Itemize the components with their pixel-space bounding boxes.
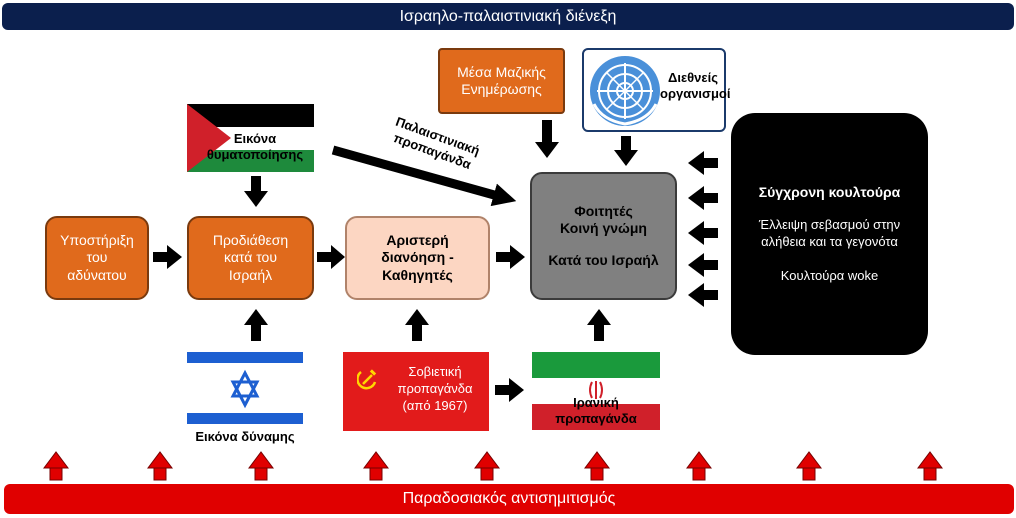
culture-line-3: Κουλτούρα woke [780, 267, 879, 283]
iran-flag-icon [532, 352, 660, 430]
soviet-line-3: (από 1967) [402, 397, 468, 413]
soviet-propaganda-box: Σοβιετική προπαγάνδα (από 1967) [343, 352, 489, 431]
hammer-sickle-icon [357, 369, 377, 390]
support-underdog-box: Υποστήριξη του αδύνατου [45, 216, 149, 300]
arrow-bias-to-left [317, 245, 345, 269]
left-line-2: διανόηση - [381, 249, 454, 266]
iran-propaganda-label: Ιρανική προπαγάνδα [540, 395, 652, 426]
header-title: Ισραηλο-παλαιστινιακή διένεξη [399, 7, 617, 25]
modern-culture-box: Σύγχρονη κουλτούρα Έλλειψη σεβασμού στην… [731, 113, 928, 355]
arrow-palestinian-propaganda [331, 145, 517, 207]
arrow-soviet-to-left [405, 309, 429, 341]
arrow-support-to-bias [153, 245, 182, 269]
un-label: Διεθνείς οργανισμοί [660, 70, 731, 101]
iran-line-2: προπαγάνδα [555, 410, 637, 426]
bias-line-1: Προδιάθεση [212, 231, 289, 248]
un-line-2: οργανισμοί [660, 85, 731, 101]
support-line-2: του [86, 249, 108, 266]
red-arrow-3 [248, 451, 274, 481]
mass-media-box: Μέσα Μαζικής Ενημέρωσης [438, 48, 565, 114]
support-line-3: αδύνατου [67, 266, 127, 283]
arrow-un-to-students [614, 136, 638, 166]
culture-line-2: αλήθεια και τα γεγονότα [761, 233, 898, 249]
red-arrow-4 [363, 451, 389, 481]
arrow-iran-to-students [587, 309, 611, 341]
support-line-1: Υποστήριξη [60, 231, 134, 248]
soviet-line-1: Σοβιετική [408, 364, 462, 379]
red-arrow-6 [584, 451, 610, 481]
red-arrow-8 [796, 451, 822, 481]
israel-flag-icon [187, 352, 303, 426]
arrow-culture-5 [688, 283, 718, 307]
culture-line-1: Έλλειψη σεβασμού στην [758, 217, 901, 233]
international-orgs-box: Διεθνείς οργανισμοί [582, 48, 731, 132]
students-line-2: Κοινή γνώμη [560, 220, 647, 237]
soviet-line-2: προπαγάνδα [397, 380, 473, 396]
students-line-3: Κατά του Ισραήλ [548, 251, 659, 268]
bias-line-3: Ισραήλ [228, 266, 273, 283]
arrow-culture-4 [688, 253, 718, 277]
footer-bar: Παραδοσιακός αντισημιτισμός [4, 484, 1014, 514]
victim-line-2: θυματοποίησης [206, 146, 304, 162]
students-public-opinion-box: Φοιτητές Κοινή γνώμη Κατά του Ισραήλ [530, 172, 677, 300]
red-arrow-1 [43, 451, 69, 481]
arrow-soviet-to-iran [495, 378, 524, 402]
footer-title: Παραδοσιακός αντισημιτισμός [402, 490, 616, 507]
victim-image-label: Εικόνα θυματοποίησης [200, 131, 310, 162]
students-line-1: Φοιτητές [574, 202, 633, 219]
arrow-culture-1 [688, 151, 718, 175]
palestine-flag-icon [187, 104, 314, 172]
soviet-text: Σοβιετική προπαγάνδα (από 1967) [383, 364, 487, 415]
iran-line-1: Ιρανική [573, 395, 619, 410]
red-arrow-5 [474, 451, 500, 481]
anti-israel-bias-box: Προδιάθεση κατά του Ισραήλ [187, 216, 314, 300]
arrow-flag-to-bias [244, 176, 268, 207]
bias-line-2: κατά του [223, 249, 277, 266]
arrow-left-to-students [496, 245, 525, 269]
power-image-label: Εικόνα δύναμης [195, 429, 295, 444]
red-arrow-2 [147, 451, 173, 481]
culture-title: Σύγχρονη κουλτούρα [758, 183, 901, 200]
arrow-israel-to-bias [244, 309, 268, 341]
left-line-3: Καθηγητές [382, 266, 453, 283]
victim-line-1: Εικόνα [233, 131, 277, 146]
arrow-culture-3 [688, 221, 718, 245]
header-bar: Ισραηλο-παλαιστινιακή διένεξη [2, 3, 1014, 30]
arrow-culture-2 [688, 186, 718, 210]
un-emblem-icon [590, 56, 660, 126]
media-line-2: Ενημέρωσης [461, 81, 542, 97]
arrow-media-to-students [535, 120, 559, 158]
red-arrow-9 [917, 451, 943, 481]
un-line-1: Διεθνείς [668, 70, 718, 85]
red-arrow-7 [686, 451, 712, 481]
media-line-1: Μέσα Μαζικής [457, 63, 546, 80]
left-intellectuals-box: Αριστερή διανόηση - Καθηγητές [345, 216, 490, 300]
left-line-1: Αριστερή [386, 231, 449, 248]
